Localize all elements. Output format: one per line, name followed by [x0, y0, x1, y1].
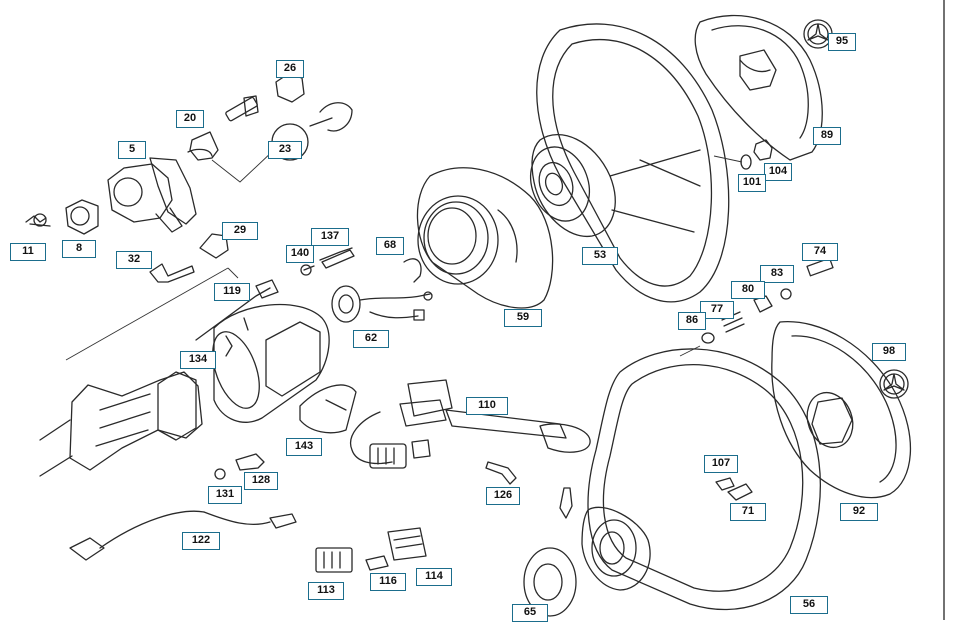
callout-29[interactable]: 29 — [222, 222, 258, 240]
callout-110[interactable]: 110 — [466, 397, 508, 415]
callout-104[interactable]: 104 — [764, 163, 792, 181]
callout-8[interactable]: 8 — [62, 240, 96, 258]
star-emblem-98 — [879, 369, 909, 399]
callout-143[interactable]: 143 — [286, 438, 322, 456]
callout-74[interactable]: 74 — [802, 243, 838, 261]
callout-128[interactable]: 128 — [244, 472, 278, 490]
steering-wheel-53 — [530, 23, 730, 303]
callout-65[interactable]: 65 — [512, 604, 548, 622]
callout-11[interactable]: 11 — [10, 243, 46, 261]
callout-77[interactable]: 77 — [700, 301, 734, 319]
combination-switch-110 — [350, 379, 591, 469]
callout-20[interactable]: 20 — [176, 110, 204, 128]
switch-cover-143 — [299, 384, 357, 434]
ignition-lock-group — [25, 73, 353, 283]
callout-83[interactable]: 83 — [760, 265, 794, 283]
callout-122[interactable]: 122 — [182, 532, 220, 550]
callout-5[interactable]: 5 — [118, 141, 146, 159]
callout-114[interactable]: 114 — [416, 568, 452, 586]
column-housing-134 — [212, 303, 330, 423]
callout-126[interactable]: 126 — [486, 487, 520, 505]
nut-and-washer — [713, 139, 773, 170]
callout-71[interactable]: 71 — [730, 503, 766, 521]
callout-95[interactable]: 95 — [828, 33, 856, 51]
callout-140[interactable]: 140 — [286, 245, 314, 263]
hub-adapter-65 — [523, 547, 577, 617]
clock-spring-62 — [300, 247, 433, 323]
callout-134[interactable]: 134 — [180, 351, 216, 369]
screws — [214, 453, 753, 519]
callout-92[interactable]: 92 — [840, 503, 878, 521]
connectors — [315, 527, 427, 573]
callout-98[interactable]: 98 — [872, 343, 906, 361]
callout-116[interactable]: 116 — [370, 573, 406, 591]
callout-86[interactable]: 86 — [678, 312, 706, 330]
callout-26[interactable]: 26 — [276, 60, 304, 78]
callout-89[interactable]: 89 — [813, 127, 841, 145]
horn-pad-89 — [694, 14, 823, 161]
wire-119 — [195, 279, 279, 341]
wiring-harness-122 — [69, 510, 297, 561]
callout-56[interactable]: 56 — [790, 596, 828, 614]
steering-column-assembly — [39, 267, 239, 477]
callout-23[interactable]: 23 — [268, 141, 302, 159]
callout-80[interactable]: 80 — [731, 281, 765, 299]
callout-68[interactable]: 68 — [376, 237, 404, 255]
steering-wheel-56 — [581, 348, 821, 611]
callout-53[interactable]: 53 — [582, 247, 618, 265]
callout-131[interactable]: 131 — [208, 486, 242, 504]
callout-137[interactable]: 137 — [311, 228, 349, 246]
callout-113[interactable]: 113 — [308, 582, 344, 600]
callout-107[interactable]: 107 — [704, 455, 738, 473]
callout-119[interactable]: 119 — [214, 283, 250, 301]
callout-59[interactable]: 59 — [504, 309, 542, 327]
callout-101[interactable]: 101 — [738, 174, 766, 192]
callout-32[interactable]: 32 — [116, 251, 152, 269]
callout-62[interactable]: 62 — [353, 330, 389, 348]
horn-pad-92 — [771, 320, 912, 499]
airbag-unit-59 — [416, 167, 554, 309]
